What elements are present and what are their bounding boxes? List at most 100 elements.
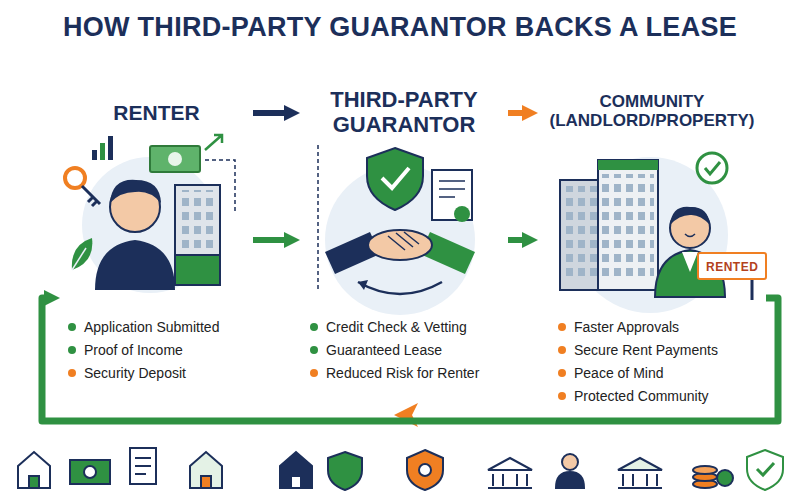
icon-row bbox=[29, 476, 39, 488]
guarantor-illustration bbox=[439, 181, 465, 197]
bullet-text: Faster Approvals bbox=[574, 318, 679, 336]
bullet-dot bbox=[558, 323, 566, 331]
guarantor-illustration bbox=[318, 145, 475, 315]
bullet-dot bbox=[310, 369, 318, 377]
renter-illustration bbox=[92, 150, 97, 160]
bullet-text: Proof of Income bbox=[84, 341, 183, 359]
renter-illustration bbox=[205, 135, 222, 150]
renter-illustration bbox=[168, 152, 182, 166]
guarantor-illustration bbox=[368, 230, 432, 260]
icon-row bbox=[84, 466, 96, 478]
icon-row bbox=[717, 470, 733, 486]
icon-row bbox=[419, 464, 431, 476]
column-heading: RENTER bbox=[60, 101, 253, 125]
column-heading: COMMUNITY (LANDLORD/PROPERTY) bbox=[538, 92, 766, 130]
bullet-dot bbox=[558, 392, 566, 400]
icon-row bbox=[70, 460, 110, 484]
community-illustration bbox=[598, 160, 658, 170]
icon-row bbox=[618, 458, 662, 470]
icon-row bbox=[201, 476, 211, 488]
flow-arrow bbox=[253, 110, 287, 116]
bullet-dot bbox=[558, 369, 566, 377]
icon-row bbox=[488, 458, 532, 470]
guarantor-illustration bbox=[358, 280, 368, 290]
community-illustration bbox=[598, 160, 658, 290]
flow-arrow bbox=[508, 110, 525, 116]
bullet-row: Reduced Risk for Renter bbox=[310, 364, 479, 382]
diagram-title: HOW THIRD-PARTY GUARANTOR BACKS A LEASE bbox=[63, 12, 737, 43]
icon-row bbox=[18, 448, 783, 490]
renter-illustration bbox=[72, 248, 86, 270]
guarantor-illustration bbox=[454, 206, 470, 222]
community-illustration bbox=[563, 186, 597, 282]
bullet-text: Credit Check & Vetting bbox=[326, 318, 467, 336]
icon-row bbox=[693, 466, 717, 474]
bullet-row: Security Deposit bbox=[68, 364, 186, 382]
guarantor-illustration bbox=[382, 168, 409, 188]
bullet-row: Protected Community bbox=[558, 387, 709, 405]
community-illustration bbox=[697, 153, 727, 183]
bullet-row: Application Submitted bbox=[68, 318, 219, 336]
community-illustration bbox=[602, 174, 654, 278]
bullet-row: Secure Rent Payments bbox=[558, 341, 718, 359]
renter-illustration bbox=[65, 135, 235, 293]
renter-illustration bbox=[110, 180, 161, 203]
bullet-text: Reduced Risk for Renter bbox=[326, 364, 479, 382]
renter-illustration bbox=[178, 190, 217, 252]
guarantor-illustration bbox=[358, 282, 442, 294]
community-illustration bbox=[682, 252, 698, 272]
bullet-dot bbox=[68, 323, 76, 331]
bullet-dot bbox=[310, 323, 318, 331]
guarantor-illustration bbox=[367, 148, 423, 210]
bullet-text: Protected Community bbox=[574, 387, 709, 405]
renter-illustration bbox=[150, 146, 200, 172]
guarantor-illustration bbox=[388, 232, 419, 250]
flow-arrow bbox=[42, 298, 778, 421]
community-illustration bbox=[705, 162, 720, 174]
bullet-text: Security Deposit bbox=[84, 364, 186, 382]
renter-illustration bbox=[175, 255, 220, 285]
bullet-text: Application Submitted bbox=[84, 318, 219, 336]
icon-row bbox=[280, 452, 312, 488]
bullet-text: Guaranteed Lease bbox=[326, 341, 442, 359]
icon-row bbox=[618, 474, 662, 488]
icon-row bbox=[135, 458, 151, 474]
icon-row bbox=[757, 463, 774, 475]
bullet-dot bbox=[558, 346, 566, 354]
community-illustration bbox=[560, 180, 600, 290]
bullet-dot bbox=[310, 346, 318, 354]
icon-row bbox=[291, 476, 301, 488]
column-heading: THIRD-PARTY GUARANTOR bbox=[300, 88, 508, 137]
bullet-row: Credit Check & Vetting bbox=[310, 318, 467, 336]
renter-illustration bbox=[175, 185, 220, 285]
renter-illustration bbox=[100, 143, 105, 160]
icon-row bbox=[488, 474, 532, 488]
icon-row bbox=[562, 454, 578, 470]
icon-row bbox=[747, 450, 783, 490]
icon-row bbox=[328, 452, 362, 490]
bullet-text: Peace of Mind bbox=[574, 364, 664, 382]
renter-illustration bbox=[82, 186, 100, 206]
icon-row bbox=[130, 448, 156, 484]
column-node: THIRD-PARTY GUARANTOR Credit Check & Vett… bbox=[300, 88, 508, 405]
bullet-dot bbox=[68, 369, 76, 377]
icon-row bbox=[556, 472, 584, 488]
flow-arrow bbox=[253, 237, 287, 243]
community-illustration bbox=[670, 207, 710, 225]
renter-illustration bbox=[108, 136, 113, 160]
bullet-dot bbox=[68, 346, 76, 354]
guarantor-illustration bbox=[317, 145, 319, 290]
icon-row bbox=[407, 450, 443, 490]
column-node: RENTER Application SubmittedProof of Inco… bbox=[60, 88, 253, 405]
renter-illustration bbox=[65, 168, 85, 188]
community-illustration bbox=[685, 234, 695, 237]
community-illustration bbox=[560, 153, 752, 313]
bullet-row: Faster Approvals bbox=[558, 318, 679, 336]
renter-illustration bbox=[72, 238, 93, 270]
renter-illustration bbox=[95, 240, 175, 290]
title-bar: HOW THIRD-PARTY GUARANTOR BACKS A LEASE bbox=[0, 0, 800, 43]
bullet-row: Peace of Mind bbox=[558, 364, 664, 382]
